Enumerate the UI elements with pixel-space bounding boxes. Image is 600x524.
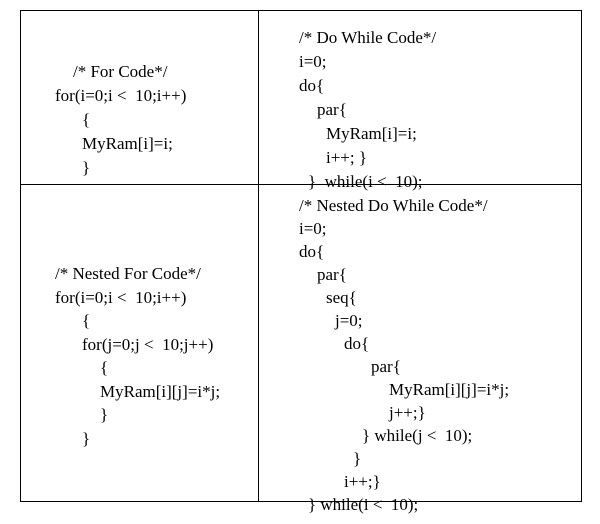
code-line: }	[353, 449, 362, 468]
code-line: }	[82, 428, 91, 448]
code-line: MyRam[i][j]=i*j;	[100, 381, 221, 401]
code-line: {	[82, 110, 91, 129]
code-line: /* Nested For Code*/	[55, 264, 201, 283]
code-line: }	[100, 405, 109, 424]
code-line: for(i=0;i < 10;i++)	[55, 287, 187, 307]
code-line: } while(j < 10);	[362, 426, 473, 445]
code-line: } while(i < 10);	[308, 172, 423, 191]
code-line: MyRam[i][j]=i*j;	[389, 380, 510, 399]
code-line: i++;}	[344, 472, 381, 491]
code-line: MyRam[i]=i;	[326, 124, 417, 143]
code-line: /* Nested Do While Code*/	[299, 196, 488, 215]
code-line: /* Do While Code*/	[299, 28, 437, 47]
code-line: do{	[299, 76, 325, 95]
code-line: {	[82, 311, 91, 330]
code-line: i++; }	[326, 148, 368, 167]
code-line: for(j=0;j < 10;j++)	[82, 334, 214, 354]
code-line: par{	[317, 265, 347, 284]
code-line: for(i=0;i < 10;i++)	[55, 86, 187, 105]
code-line: par{	[317, 100, 347, 119]
code-line: par{	[371, 357, 401, 376]
code-line: seq{	[326, 288, 357, 307]
code-line: do{	[299, 242, 325, 261]
column-divider	[258, 11, 259, 501]
code-line: } while(i < 10);	[308, 495, 419, 514]
code-line: i=0;	[299, 52, 327, 71]
code-line: {	[100, 358, 109, 377]
code-line: j++;}	[389, 403, 426, 422]
code-comparison-table: /* For Code*/ for(i=0;i < 10;i++) { MyRam[i…	[20, 10, 582, 513]
code-line: }	[82, 158, 91, 177]
code-line: MyRam[i]=i;	[82, 134, 173, 153]
code-line: do{	[344, 334, 370, 353]
code-line: j=0;	[335, 311, 363, 330]
code-line: i=0;	[299, 219, 327, 238]
code-line: /* For Code*/	[73, 62, 168, 81]
row-divider	[21, 184, 581, 185]
